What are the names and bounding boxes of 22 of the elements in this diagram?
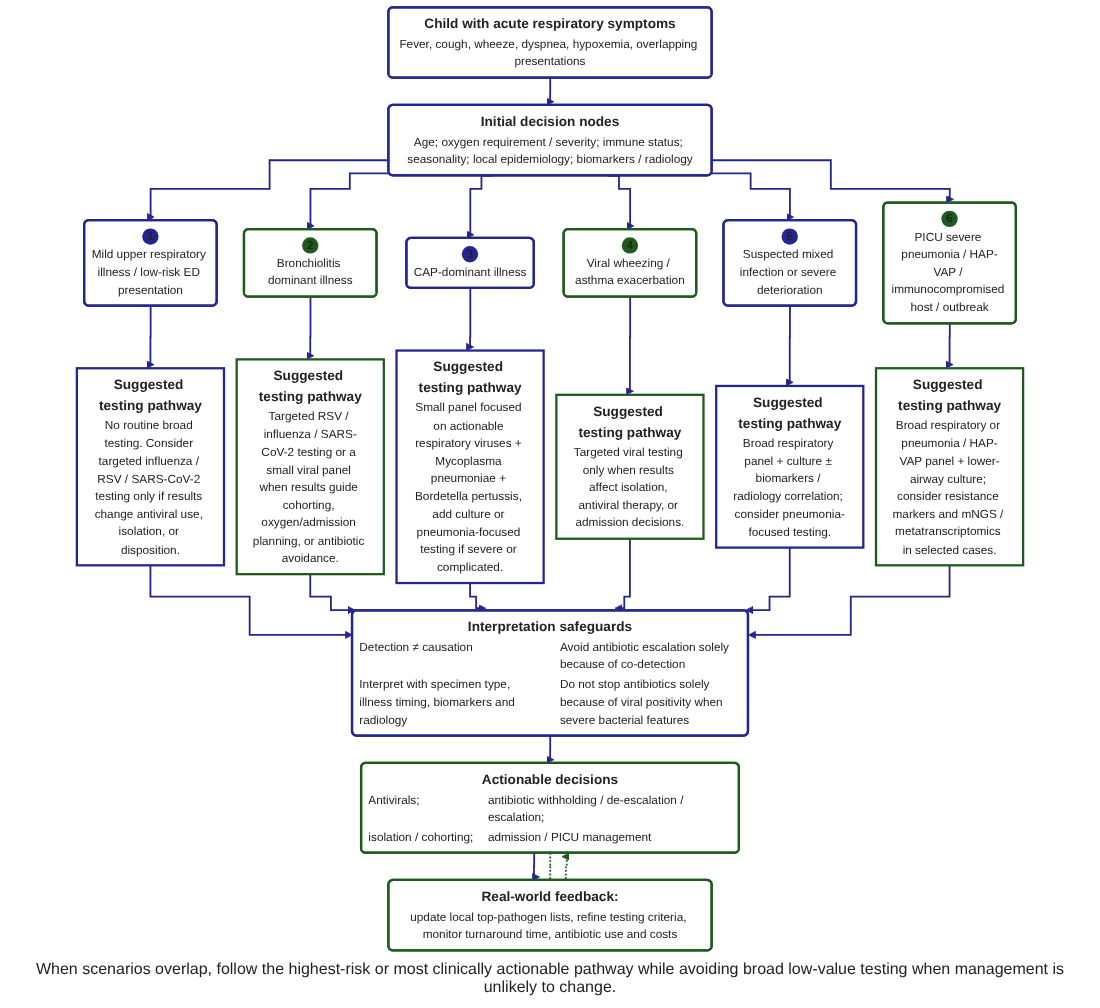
caption: When scenarios overlap, follow the highest-risk or most clinically actionable pathway while avoiding broad low-value testing when management is unlikely to change. (33, 957, 1067, 1001)
arrow (945, 322, 954, 369)
arrow (785, 305, 794, 387)
arrow (748, 564, 951, 639)
arrow (469, 582, 487, 613)
arrow (149, 564, 353, 639)
arrow (710, 172, 795, 222)
connector (549, 852, 552, 882)
arrow (309, 573, 356, 615)
arrow (306, 296, 315, 360)
arrow (711, 159, 954, 204)
arrow (546, 77, 555, 106)
arrow (561, 852, 570, 882)
arrow (306, 172, 391, 230)
arrow (546, 735, 555, 764)
arrow (466, 287, 475, 351)
arrow (146, 159, 390, 222)
arrow (532, 852, 541, 882)
arrow (146, 305, 155, 369)
arrow (745, 546, 791, 615)
arrow (625, 296, 634, 396)
arrow (614, 537, 631, 613)
